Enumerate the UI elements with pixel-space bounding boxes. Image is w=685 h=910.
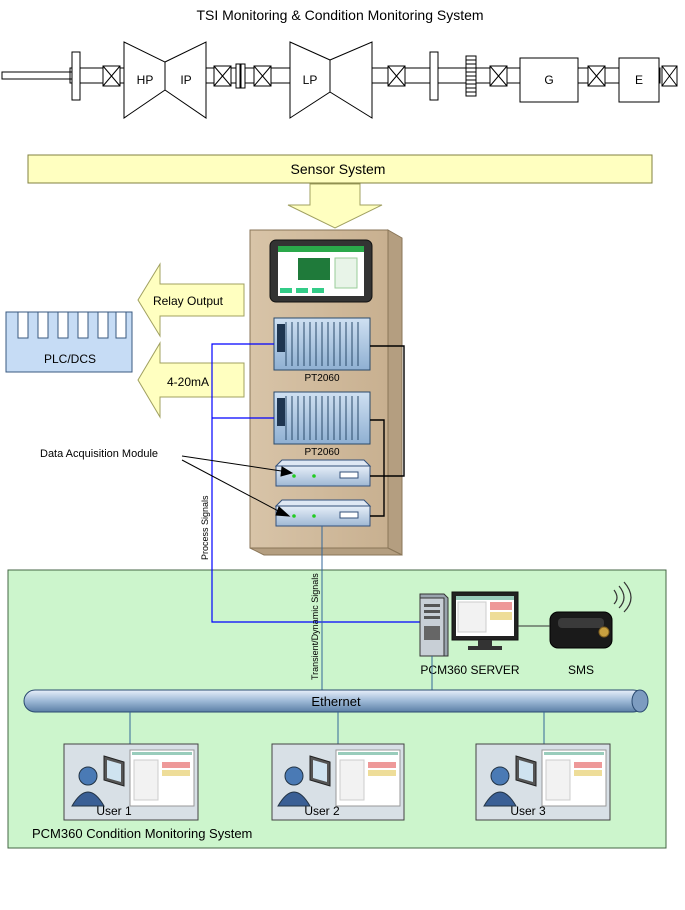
server-label: PCM360 SERVER — [420, 663, 519, 677]
gear-icon — [465, 55, 477, 97]
user-icon — [483, 766, 517, 807]
analog-output-label: 4-20mA — [167, 375, 209, 389]
bearing-icon — [253, 65, 272, 87]
user-workstation-3 — [475, 743, 611, 821]
turbine-lp-exhaust — [329, 41, 373, 119]
server-icon — [419, 593, 449, 657]
bearing-icon — [102, 65, 121, 87]
hmi-screen — [269, 239, 373, 303]
transient-signals-label: Transient/Dynamic Signals — [310, 573, 320, 680]
label-generator: G — [544, 73, 553, 87]
plc-dcs-label: PLC/DCS — [44, 352, 96, 366]
label-ip: IP — [180, 73, 191, 87]
bearing-icon — [587, 65, 606, 87]
bearing-icon — [213, 65, 232, 87]
ethernet-bus — [23, 689, 649, 713]
user-workstation-2 — [271, 743, 405, 821]
monitor-icon — [103, 755, 125, 787]
server-monitor-icon — [451, 591, 519, 650]
daq-pointer-arrows — [181, 455, 294, 517]
pt2060-rack-1 — [273, 317, 371, 371]
relay-output-arrow — [137, 262, 245, 338]
bearing-icon — [387, 65, 406, 87]
daq-label: Data Acquisition Module — [40, 448, 158, 460]
shaft-left-stub — [1, 71, 73, 80]
ethernet-label: Ethernet — [311, 694, 361, 709]
bearing-icon — [661, 65, 678, 87]
analog-output-arrow — [137, 341, 245, 419]
internal-cabling — [370, 345, 405, 517]
user-icon — [71, 766, 105, 807]
flange-1 — [71, 51, 81, 101]
bearing-icon — [489, 65, 508, 87]
label-exciter: E — [635, 73, 643, 87]
coupling-icon — [235, 63, 246, 89]
label-hp: HP — [137, 73, 154, 87]
user-drops — [129, 712, 545, 744]
sms-modem-icon — [549, 581, 632, 649]
generator — [519, 57, 579, 103]
user-workstation-1 — [63, 743, 199, 821]
sensor-system-bar — [27, 154, 653, 184]
user-icon — [277, 766, 311, 807]
exciter — [618, 57, 660, 103]
shaft-train — [1, 41, 678, 119]
user-label-3: User 3 — [510, 804, 546, 818]
user-label-1: User 1 — [96, 804, 132, 818]
pcm360-system-label: PCM360 Condition Monitoring System — [32, 826, 252, 841]
plc-dcs-block — [5, 311, 133, 373]
sensor-system-label: Sensor System — [291, 161, 386, 177]
diagram-title: TSI Monitoring & Condition Monitoring Sy… — [196, 7, 483, 23]
relay-output-label: Relay Output — [153, 294, 224, 308]
label-lp: LP — [303, 73, 318, 87]
pt2060-rack-2 — [273, 391, 371, 445]
pt2060-label-2: PT2060 — [304, 447, 339, 458]
monitor-icon — [309, 755, 331, 787]
pt2060-label-1: PT2060 — [304, 373, 339, 384]
sms-label: SMS — [568, 663, 594, 677]
user-label-2: User 2 — [304, 804, 340, 818]
sensor-down-arrow — [287, 183, 383, 229]
flange-2 — [429, 51, 439, 101]
process-signals-label: Process Signals — [200, 495, 210, 560]
monitor-icon — [515, 755, 537, 787]
daq-module-2 — [274, 499, 372, 527]
process-signal-line — [211, 343, 430, 623]
